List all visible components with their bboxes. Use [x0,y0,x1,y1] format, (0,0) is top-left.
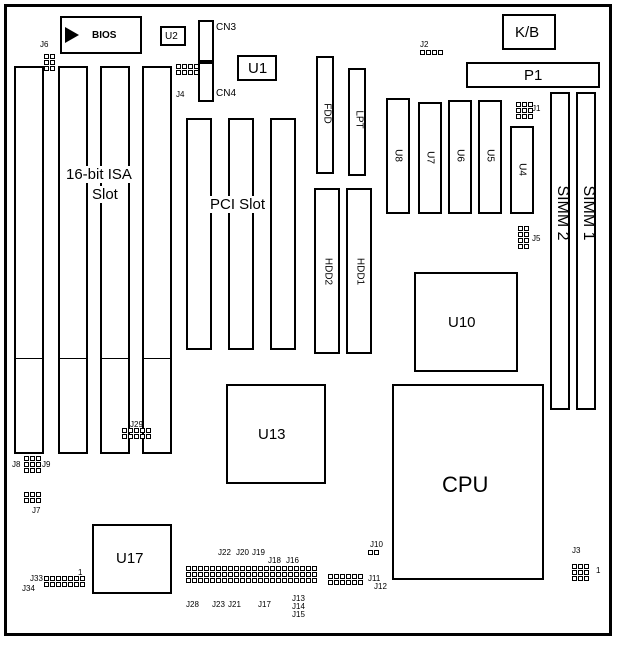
pci-slot [228,118,254,350]
cn4-label: CN4 [216,88,237,99]
hdd2-connector: HDD2 [314,188,340,354]
u2-chip: U2 [160,26,186,46]
simm2-slot: SIMM 2 [550,92,571,410]
j5-jumper [518,226,529,249]
isa-slot [100,66,130,454]
isa-slot-label-line1: 16-bit ISA [66,166,132,183]
j1-label: J1 [532,104,541,113]
j9-label: J9 [42,460,51,469]
lpt-label: LPT [353,110,365,129]
pci-slot-label: PCI Slot [210,196,266,213]
bios-chip: BIOS [60,16,142,54]
j5-label: J5 [532,234,541,243]
j2-jumper [420,50,443,55]
hdd1-connector: HDD1 [346,188,372,354]
j1-jumper [516,102,533,119]
j21-label: J21 [228,600,241,609]
j10-jumper [368,550,379,555]
cn3-connector [198,20,214,62]
j15-label: J15 [292,610,305,619]
cn4-connector [198,62,214,102]
j3-pin1-label: 1 [596,566,601,575]
u13-label: U13 [258,426,286,443]
cn3-label: CN3 [216,22,237,33]
u7-label: U7 [424,151,436,164]
j33-label: J33 [30,574,43,583]
u5-label: U5 [484,149,496,162]
pci-slot [270,118,296,350]
j12-label: J12 [374,582,387,591]
j13-label: J13 [292,594,305,603]
j22-label: J22 [218,548,231,557]
hdd2-label: HDD2 [322,257,334,286]
simm1-label: SIMM 1 [580,185,597,241]
j2-label: J2 [420,40,429,49]
front-panel-jumpers [186,566,317,583]
kb-label: K/B [515,24,540,41]
j8-jumper [24,456,41,473]
j7-jumper [24,492,41,503]
j11-label: J11 [368,574,381,583]
j14-label: J14 [292,602,305,611]
u4-chip: U4 [510,126,534,214]
j33-j34-jumper [44,576,85,587]
keyboard-connector: K/B [502,14,556,50]
hdd1-label: HDD1 [354,257,366,286]
u6-chip: U6 [448,100,472,214]
u7-chip: U7 [418,102,442,214]
j6-jumper [44,54,55,71]
j33-pin1-label: 1 [78,568,83,577]
j20-label: J20 [236,548,249,557]
isa-slot [142,66,172,454]
p1-label: P1 [524,67,543,84]
u17-chip: U17 [92,524,172,594]
simm1-slot: SIMM 1 [576,92,597,410]
j17-label: J17 [258,600,271,609]
j10-label: J10 [370,540,383,549]
j6-label: J6 [40,40,49,49]
j11-j12-jumper [328,574,363,585]
u1-chip: U1 [237,55,277,81]
simm2-label: SIMM 2 [554,185,571,241]
j29-jumper [122,428,151,439]
u10-chip: U10 [414,272,518,372]
u8-label: U8 [392,149,404,162]
j18-label: J18 [268,556,281,565]
fdd-label: FDD [321,103,333,124]
u5-chip: U5 [478,100,502,214]
j4-jumper [176,64,199,75]
j3-label: J3 [572,546,581,555]
u8-chip: U8 [386,98,410,214]
j29-label: J29 [130,420,143,429]
isa-slot [58,66,88,454]
pci-slot [186,118,212,350]
j23-label: J23 [212,600,225,609]
lpt-connector: LPT [348,68,366,176]
j34-label: J34 [22,584,35,593]
cpu-socket: CPU [392,384,544,580]
bios-label: BIOS [92,30,117,41]
u10-label: U10 [448,314,476,331]
bios-triangle-icon [65,27,79,43]
u1-label: U1 [248,60,268,77]
isa-slot [14,66,44,454]
j3-jumper [572,564,589,581]
u4-label: U4 [516,163,528,176]
p1-power-connector: P1 [466,62,600,88]
j7-label: J7 [32,506,41,515]
j8-label: J8 [12,460,21,469]
j19-label: J19 [252,548,265,557]
j28-label: J28 [186,600,199,609]
j16-label: J16 [286,556,299,565]
u6-label: U6 [454,149,466,162]
u13-chip: U13 [226,384,326,484]
isa-slot-label-line2: Slot [92,186,118,203]
j4-label: J4 [176,90,185,99]
fdd-connector: FDD [316,56,334,174]
cpu-label: CPU [442,472,489,497]
u17-label: U17 [116,550,144,567]
u2-label: U2 [165,31,178,42]
